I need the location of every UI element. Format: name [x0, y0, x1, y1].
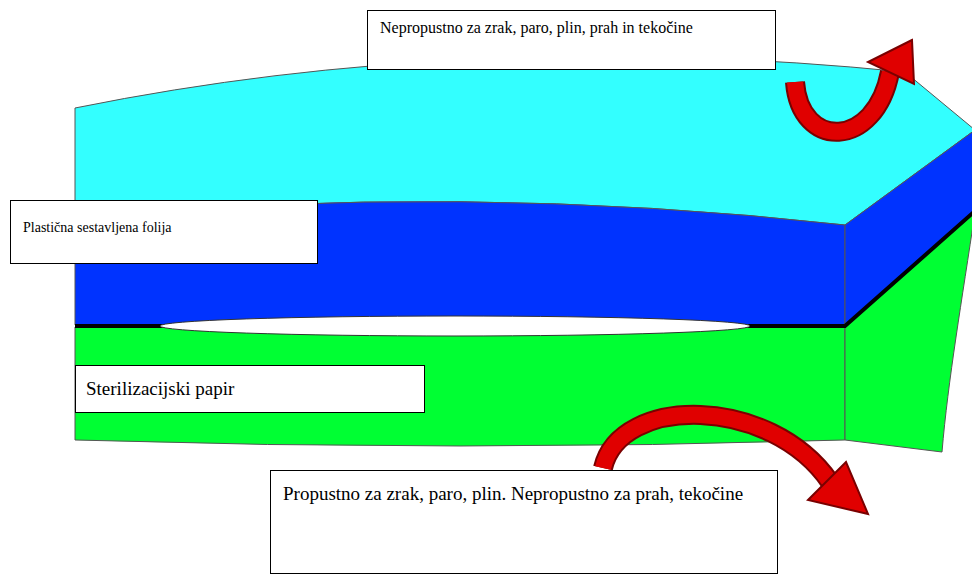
- callout-box: Propustno za zrak, paro, plin. Nepropust…: [270, 470, 778, 574]
- layer-label: Plastična sestavljena folija: [10, 200, 318, 264]
- arrow-head: [808, 462, 868, 514]
- blocked-arrow: [795, 72, 890, 132]
- callout-box: Nepropustno za zrak, paro, plin, prah in…: [367, 10, 776, 70]
- layer-label: Sterilizacijski papir: [75, 365, 425, 413]
- paper-side-face: [845, 212, 972, 452]
- label-text: Sterilizacijski papir: [86, 376, 414, 402]
- label-text: Plastična sestavljena folija: [23, 219, 305, 238]
- label-text: Nepropustno za zrak, paro, plin, prah in…: [380, 17, 763, 39]
- label-text: Propustno za zrak, paro, plin. Nepropust…: [283, 481, 765, 507]
- arrow-head: [868, 40, 914, 84]
- arrow-outline: [795, 72, 890, 132]
- inner-cavity: [160, 316, 750, 336]
